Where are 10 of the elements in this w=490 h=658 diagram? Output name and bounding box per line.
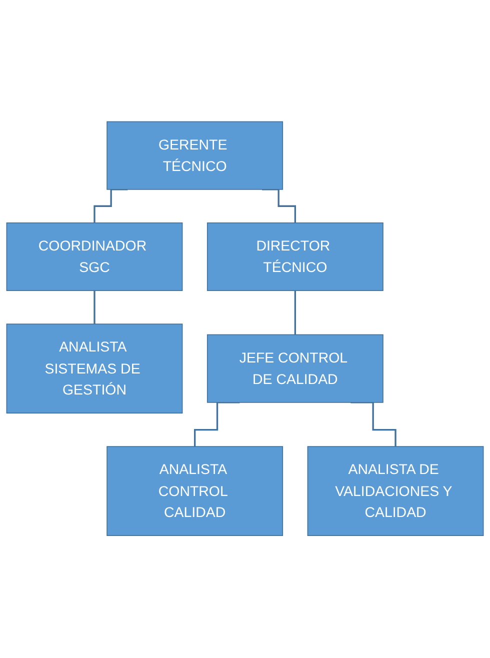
node-box xyxy=(206,334,384,404)
connector xyxy=(94,290,96,326)
node-box xyxy=(6,324,183,414)
node-box xyxy=(106,122,284,190)
node-box xyxy=(106,446,284,536)
org-chart: GERENTE TÉCNICO COORDINADOR SGC DIRECTOR TÉCNICO ANALISTA SISTEMAS DE GESTIÓN JEFE CONTROL DE CALIDAD ANALISTA CONTROL CALIDAD ANALISTA DE VALIDACIONES Y CALIDAD xyxy=(0,115,490,543)
node-box xyxy=(6,222,183,292)
connector xyxy=(294,290,296,336)
node-box xyxy=(206,222,384,292)
node-box xyxy=(307,446,484,536)
